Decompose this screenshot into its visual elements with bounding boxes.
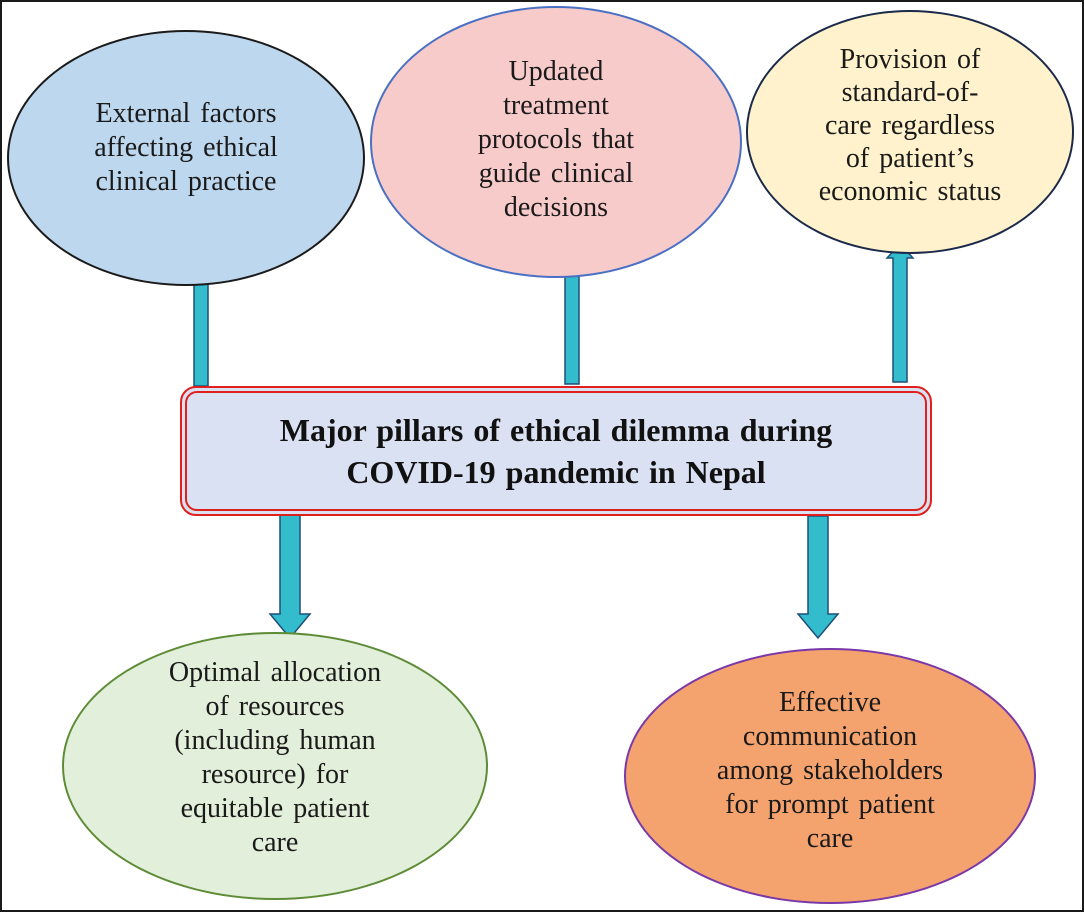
central-topic-inner: Major pillars of ethical dilemma during … (185, 391, 927, 511)
node-standard-of-care-label: Provision of standard-of- care regardles… (818, 43, 1002, 207)
node-resource-allocation: Optimal allocation of resources (includi… (62, 632, 488, 900)
node-effective-communication-label: Effective communication among stakeholde… (716, 687, 944, 854)
central-topic-box: Major pillars of ethical dilemma during … (180, 386, 932, 516)
node-effective-communication: Effective communication among stakeholde… (624, 648, 1036, 904)
arrow-up-right (885, 242, 915, 383)
node-external-factors-label: External factors affecting ethical clini… (94, 98, 278, 197)
node-standard-of-care: Provision of standard-of- care regardles… (746, 10, 1074, 254)
node-external-factors: External factors affecting ethical clini… (7, 30, 365, 286)
arrow-down-left (268, 513, 312, 640)
node-updated-treatment-protocols: Updated treatment protocols that guide c… (370, 6, 742, 278)
node-updated-treatment-protocols-label: Updated treatment protocols that guide c… (477, 56, 635, 223)
arrow-down-right (796, 515, 840, 640)
central-topic-label: Major pillars of ethical dilemma during … (279, 412, 833, 490)
node-resource-allocation-label: Optimal allocation of resources (includi… (168, 657, 382, 858)
arrow-up-middle (557, 258, 587, 385)
